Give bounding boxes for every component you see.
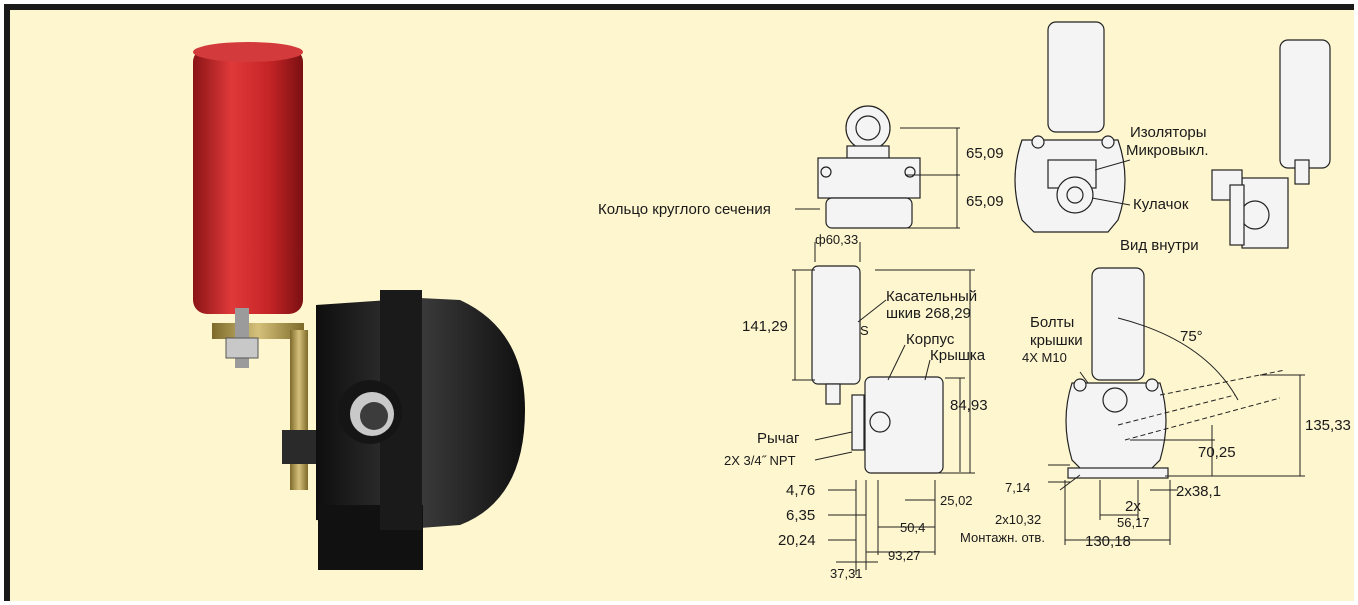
label-cover: Крышка — [930, 347, 986, 364]
dim-70-25: 70,25 — [1198, 444, 1236, 461]
dim-135-33: 135,33 — [1305, 417, 1351, 434]
label-bolts-3: 4X M10 — [1022, 350, 1067, 365]
dim-75-deg: 75° — [1180, 328, 1203, 345]
dim-268-29: 268,29 — [925, 305, 971, 322]
label-inside-view: Вид внутри — [1120, 237, 1199, 254]
product-photo — [193, 42, 525, 570]
label-cam: Кулачок — [1133, 196, 1189, 213]
dim-2x38-1: 2x38,1 — [1176, 483, 1221, 500]
dim-20-24: 20,24 — [778, 532, 816, 549]
dim-65-09-a: 65,09 — [966, 145, 1004, 162]
label-body: Корпус — [906, 331, 955, 348]
label-insulators: Изоляторы — [1130, 124, 1207, 141]
red-roller-cylinder — [193, 48, 303, 314]
dim-56-17: 56,17 — [1117, 515, 1150, 530]
label-s-mark: S — [860, 323, 869, 338]
side-view-drawing — [1211, 39, 1331, 249]
dim-50-4: 50,4 — [900, 520, 925, 535]
lever-clamp — [282, 430, 316, 464]
inside-view-drawing — [1014, 21, 1131, 233]
dim-4-76: 4,76 — [786, 482, 815, 499]
dim-diameter: ф60,33 — [815, 232, 858, 247]
dim-7-14: 7,14 — [1005, 480, 1030, 495]
dim-141-29: 141,29 — [742, 318, 788, 335]
dim-93-27: 93,27 — [888, 548, 921, 563]
dim-2x10-32: 2x10,32 — [995, 512, 1041, 527]
label-bolts-2: крышки — [1030, 332, 1083, 349]
label-tangent-pulley-2: шкив — [886, 305, 921, 322]
conduit-port-hole — [360, 402, 388, 430]
dim-65-09-b: 65,09 — [966, 193, 1004, 210]
label-mount-holes: Монтажн. отв. — [960, 530, 1045, 545]
label-bolts-1: Болты — [1030, 314, 1074, 331]
rear-view-drawing — [1048, 267, 1305, 545]
label-microswitch: Микровыкл. — [1126, 142, 1209, 159]
label-npt: 2X 3/4˝ NPT — [724, 453, 796, 468]
red-roller-top — [193, 42, 303, 62]
dim-130-18: 130,18 — [1085, 533, 1131, 550]
label-o-ring: Кольцо круглого сечения — [598, 201, 771, 218]
dim-6-35: 6,35 — [786, 507, 815, 524]
label-tangent-pulley-1: Касательный — [886, 288, 977, 305]
dim-25-02: 25,02 — [940, 493, 973, 508]
dim-2x: 2x — [1125, 498, 1141, 515]
label-lever: Рычаг — [757, 430, 800, 447]
dim-37-31: 37,31 — [830, 566, 863, 581]
nut — [225, 337, 259, 359]
lever-arm — [290, 330, 308, 490]
top-view-drawing — [795, 105, 960, 229]
dim-84-93: 84,93 — [950, 397, 988, 414]
front-view-drawing — [792, 242, 975, 575]
